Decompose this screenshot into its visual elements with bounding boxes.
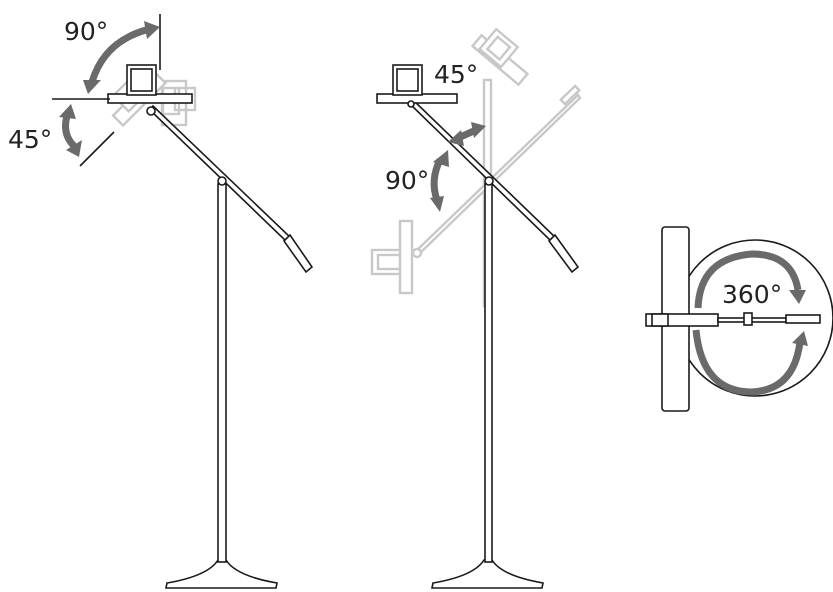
middle-90-degree-arrow — [430, 150, 449, 212]
left-45-degree-arrow — [59, 104, 82, 157]
left-reference-line-diagonal — [79, 131, 115, 167]
middle-stand: 45° 90° — [370, 27, 582, 589]
middle-45-degree-label: 45° — [434, 60, 478, 89]
left-90-degree-arrow — [83, 21, 160, 94]
left-90-degree-label: 90° — [64, 17, 108, 46]
middle-boom-counterweight — [547, 233, 580, 274]
middle-lamp-head — [392, 64, 423, 96]
middle-90-degree-label: 90° — [385, 166, 429, 195]
left-lamp-head — [126, 64, 157, 96]
rotation-360-degree-arrow — [692, 250, 808, 396]
rotation-arm-end — [785, 314, 821, 324]
left-stand-pole — [217, 183, 227, 563]
rotation-top-view: 360° — [645, 226, 833, 412]
middle-stand-pole — [484, 183, 493, 563]
left-pivot — [217, 176, 227, 186]
middle-45-degree-arrow — [448, 122, 486, 146]
left-stand-base — [165, 559, 278, 589]
left-stand: 90° 45° — [8, 14, 314, 589]
left-45-degree-label: 45° — [8, 125, 52, 154]
middle-pivot — [484, 176, 494, 186]
middle-boom-arm — [407, 97, 558, 244]
left-boom-counterweight — [282, 233, 314, 274]
middle-stand-base — [431, 559, 544, 589]
rotation-360-degree-label: 360° — [722, 280, 782, 309]
